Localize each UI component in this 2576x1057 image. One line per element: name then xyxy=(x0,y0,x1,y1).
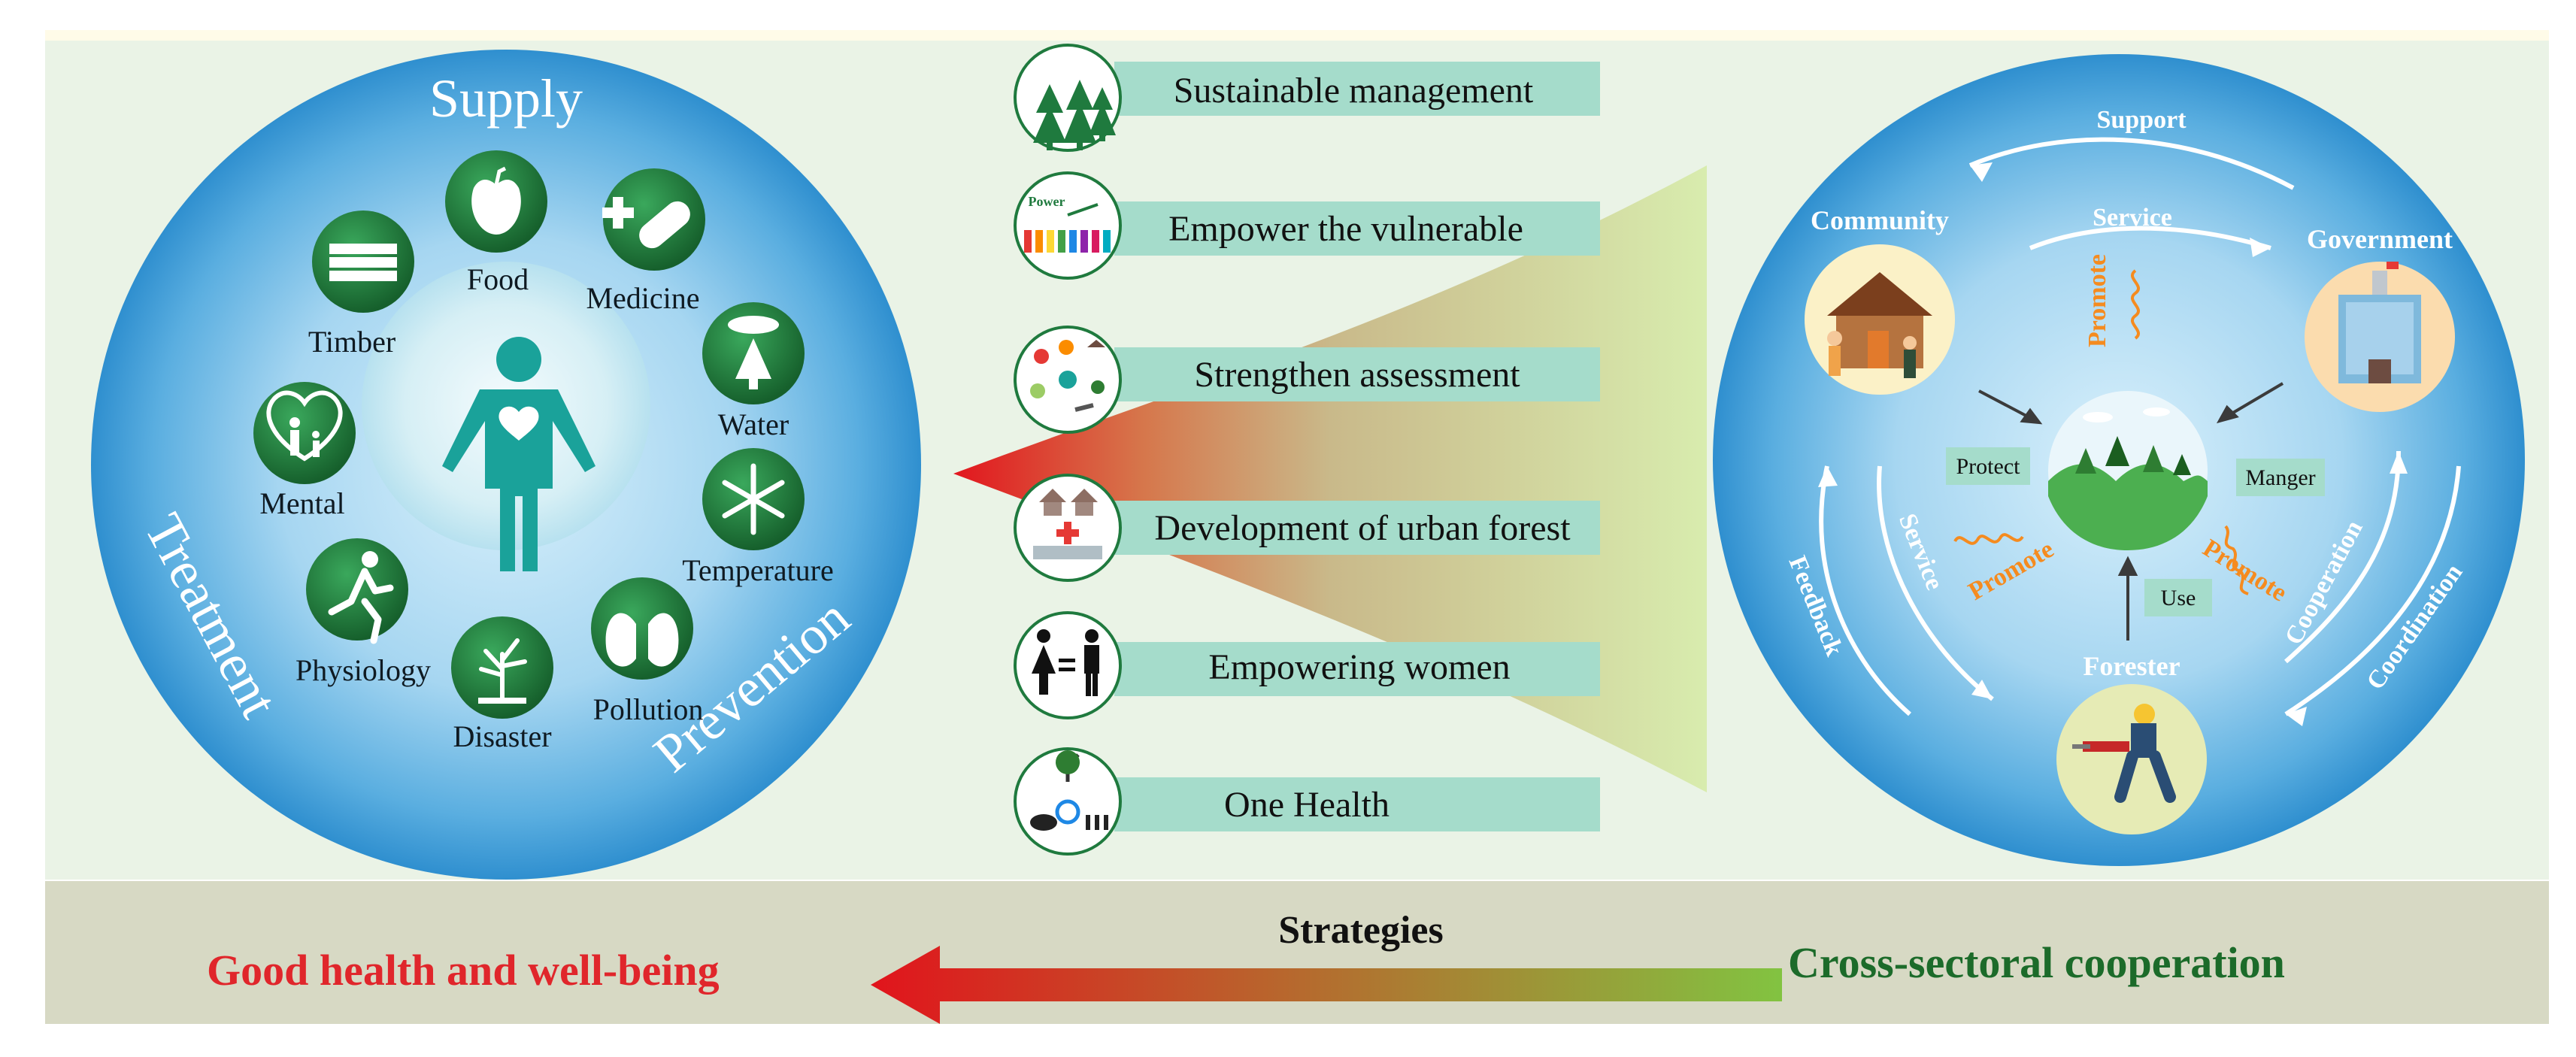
strategy-2-label: Empower the vulnerable xyxy=(1168,209,1523,249)
strategy-4-label: Development of urban forest xyxy=(1154,508,1571,548)
strategy-label-bg-2 xyxy=(1114,201,1600,256)
protect-box xyxy=(1946,447,2030,485)
support-label: Support xyxy=(2096,106,2187,134)
power-people-icon xyxy=(1014,171,1122,280)
promote-top-label: Promote xyxy=(2084,254,2111,347)
cross-sectoral-label: Cross-sectoral cooperation xyxy=(1788,938,2285,987)
top-stripe xyxy=(45,30,2549,41)
service-top-label: Service xyxy=(2093,204,2172,232)
forester-chainsaw-icon xyxy=(2056,684,2207,834)
government-building-icon xyxy=(2305,262,2455,412)
support-arc xyxy=(1968,137,2295,190)
feedback-arc xyxy=(1819,465,1911,716)
promote-right-wave xyxy=(2224,525,2249,595)
promote-left-wave xyxy=(1953,533,2024,545)
strategies-arrow xyxy=(871,946,1782,1024)
strategies-label: Strategies xyxy=(1278,909,1443,952)
lungs-icon xyxy=(591,577,693,680)
strategy-label-bg-6 xyxy=(1114,777,1600,831)
strategy-5-label: Empowering women xyxy=(1208,647,1510,687)
mental-label: Mental xyxy=(259,486,344,520)
community-label: Community xyxy=(1811,205,1949,235)
forest-landscape-icon xyxy=(2048,391,2208,550)
water-icon xyxy=(702,302,805,404)
use-box xyxy=(2144,579,2212,616)
service-left-arc xyxy=(1877,465,1994,701)
cooperation-arc xyxy=(2284,450,2401,664)
strategy-label-bg-4 xyxy=(1114,501,1600,555)
strategy-1-label: Sustainable management xyxy=(1174,71,1534,111)
power-icon-text: Power xyxy=(1029,194,1065,209)
strategy-list: Sustainable management Power Empower the… xyxy=(1014,44,1600,856)
community-house-icon xyxy=(1805,244,1955,395)
protect-label: Protect xyxy=(1956,454,2021,479)
disaster-icon xyxy=(451,616,553,719)
disaster-label: Disaster xyxy=(453,719,551,753)
snowflake-icon xyxy=(702,448,805,550)
right-circle: Support Service Feedback Service Coopera… xyxy=(1713,54,2525,866)
left-circle: Supply Treatment Prevention Food Medicin… xyxy=(91,50,921,880)
family-heart-icon xyxy=(253,382,356,484)
strategy-funnel xyxy=(953,165,1707,792)
pollution-label: Pollution xyxy=(593,692,704,726)
promote-top-wave xyxy=(2131,269,2140,340)
strategy-label-bg-5 xyxy=(1114,642,1600,696)
timber-icon xyxy=(312,210,414,313)
use-label: Use xyxy=(2161,586,2196,610)
strategy-6-label: One Health xyxy=(1224,785,1390,825)
manger-box xyxy=(2236,459,2325,496)
forester-label: Forester xyxy=(2083,651,2180,681)
strategy-label-bg-3 xyxy=(1114,347,1600,401)
service-top-arc xyxy=(2029,226,2271,250)
temperature-label: Temperature xyxy=(682,553,834,587)
strategy-3-label: Strengthen assessment xyxy=(1194,355,1520,395)
coordination-arc xyxy=(2284,465,2461,716)
supply-label: Supply xyxy=(429,68,583,129)
running-person-icon xyxy=(306,538,408,644)
manger-label: Manger xyxy=(2245,465,2315,490)
food-label: Food xyxy=(467,262,529,296)
water-label: Water xyxy=(718,407,789,441)
physiology-label: Physiology xyxy=(295,653,431,687)
person-heart-icon xyxy=(442,337,596,571)
timber-label: Timber xyxy=(308,325,395,359)
gender-equality-icon xyxy=(1014,611,1122,719)
good-health-label: Good health and well-being xyxy=(207,946,720,995)
government-label: Government xyxy=(2307,224,2453,254)
strategy-label-bg-1 xyxy=(1114,62,1600,116)
medicine-label: Medicine xyxy=(586,281,699,315)
food-icon xyxy=(445,150,547,253)
medicine-icon xyxy=(602,168,705,271)
